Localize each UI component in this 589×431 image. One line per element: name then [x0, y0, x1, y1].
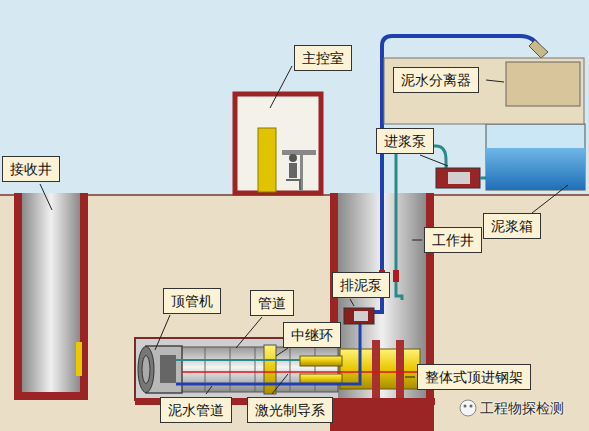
leader-line — [236, 317, 262, 348]
callout-label: 激光制导系 — [255, 401, 325, 419]
relay-ring — [264, 345, 276, 394]
leader-line — [420, 155, 448, 166]
callout-box: 整体式顶进钢架 — [417, 364, 531, 390]
laser-guide — [182, 372, 418, 373]
callout-box: 激光制导系 — [247, 397, 333, 423]
callout-box: 主控室 — [294, 45, 352, 71]
callout-label: 主控室 — [302, 49, 344, 67]
feed-pump — [448, 172, 470, 184]
control-room — [235, 94, 321, 193]
watermark-icon — [470, 405, 473, 408]
slurry-pipe — [176, 322, 360, 384]
receiving-pit — [76, 342, 82, 376]
separator — [384, 58, 584, 124]
callout-box: 泥水分离器 — [393, 67, 479, 93]
control-room — [282, 150, 316, 155]
leader-line — [270, 66, 292, 108]
leader-line — [532, 185, 568, 213]
control-room — [258, 128, 276, 192]
callout-box: 排泥泵 — [332, 272, 390, 298]
callout-box: 中继环 — [283, 322, 341, 348]
control-room — [289, 154, 297, 162]
separator — [384, 58, 584, 124]
callout-label: 泥水分离器 — [401, 71, 471, 89]
callout-label: 进浆泵 — [384, 132, 426, 150]
sky — [0, 0, 589, 195]
callout-label: 接收井 — [10, 160, 52, 178]
feed-pipe — [393, 270, 399, 282]
receiving-pit — [14, 193, 88, 400]
callout-box: 接收井 — [2, 156, 60, 182]
callout-box: 管道 — [250, 290, 294, 316]
leader-line — [486, 80, 504, 82]
leader-line — [272, 374, 288, 394]
sky — [0, 0, 589, 195]
separator — [506, 62, 580, 106]
callout-label: 泥水管道 — [168, 401, 224, 419]
laser-guide — [182, 371, 418, 373]
jacking-machine — [138, 346, 182, 393]
leader-line — [412, 240, 422, 241]
callout-label: 中继环 — [291, 326, 333, 344]
callout-box: 泥水管道 — [160, 397, 232, 423]
control-room — [289, 163, 297, 178]
discharge-pump — [354, 311, 368, 321]
callout-box: 工作井 — [424, 227, 482, 253]
callout-label: 工作井 — [432, 231, 474, 249]
discharge-pump — [344, 308, 374, 324]
mud-tank — [486, 148, 585, 190]
jacking-machine — [142, 356, 150, 384]
relay-ring — [264, 345, 276, 394]
leader-line — [206, 386, 212, 394]
leader-line — [40, 66, 568, 394]
jacking-machine — [138, 347, 154, 393]
leader-line — [350, 299, 354, 306]
jacking-frame — [300, 356, 342, 366]
leader-line — [405, 377, 415, 378]
callout-label: 泥浆箱 — [491, 217, 533, 235]
feed-pump — [436, 168, 488, 188]
receiving-pit — [22, 193, 80, 392]
watermark-icon — [460, 400, 476, 416]
ground — [0, 195, 589, 431]
callout-label: 整体式顶进钢架 — [425, 368, 523, 386]
watermark-icon — [460, 400, 476, 416]
mud-tank — [486, 124, 585, 190]
feed-pipe — [176, 359, 300, 361]
feed-pump — [436, 168, 480, 188]
leader-line — [155, 315, 170, 350]
control-room — [235, 94, 321, 193]
callout-label: 顶管机 — [171, 292, 213, 310]
jacking-frame — [372, 340, 380, 398]
callout-label: 排泥泵 — [340, 276, 382, 294]
mud-tank — [486, 124, 585, 190]
receiving-pit — [14, 193, 88, 400]
ground — [0, 195, 589, 431]
slurry-pipe — [529, 40, 548, 58]
leader-line — [276, 348, 288, 356]
callout-box: 进浆泵 — [376, 128, 434, 154]
jacking-machine — [160, 355, 176, 383]
callout-label: 管道 — [258, 294, 286, 312]
watermark: 工程物探检测 — [480, 399, 564, 417]
callout-box: 泥浆箱 — [483, 213, 541, 239]
discharge-pump — [344, 308, 374, 324]
control-room — [286, 180, 300, 190]
watermark-icon — [464, 405, 467, 408]
jacking-frame — [396, 340, 404, 398]
leader-line — [40, 184, 52, 210]
callout-box: 顶管机 — [163, 288, 221, 314]
